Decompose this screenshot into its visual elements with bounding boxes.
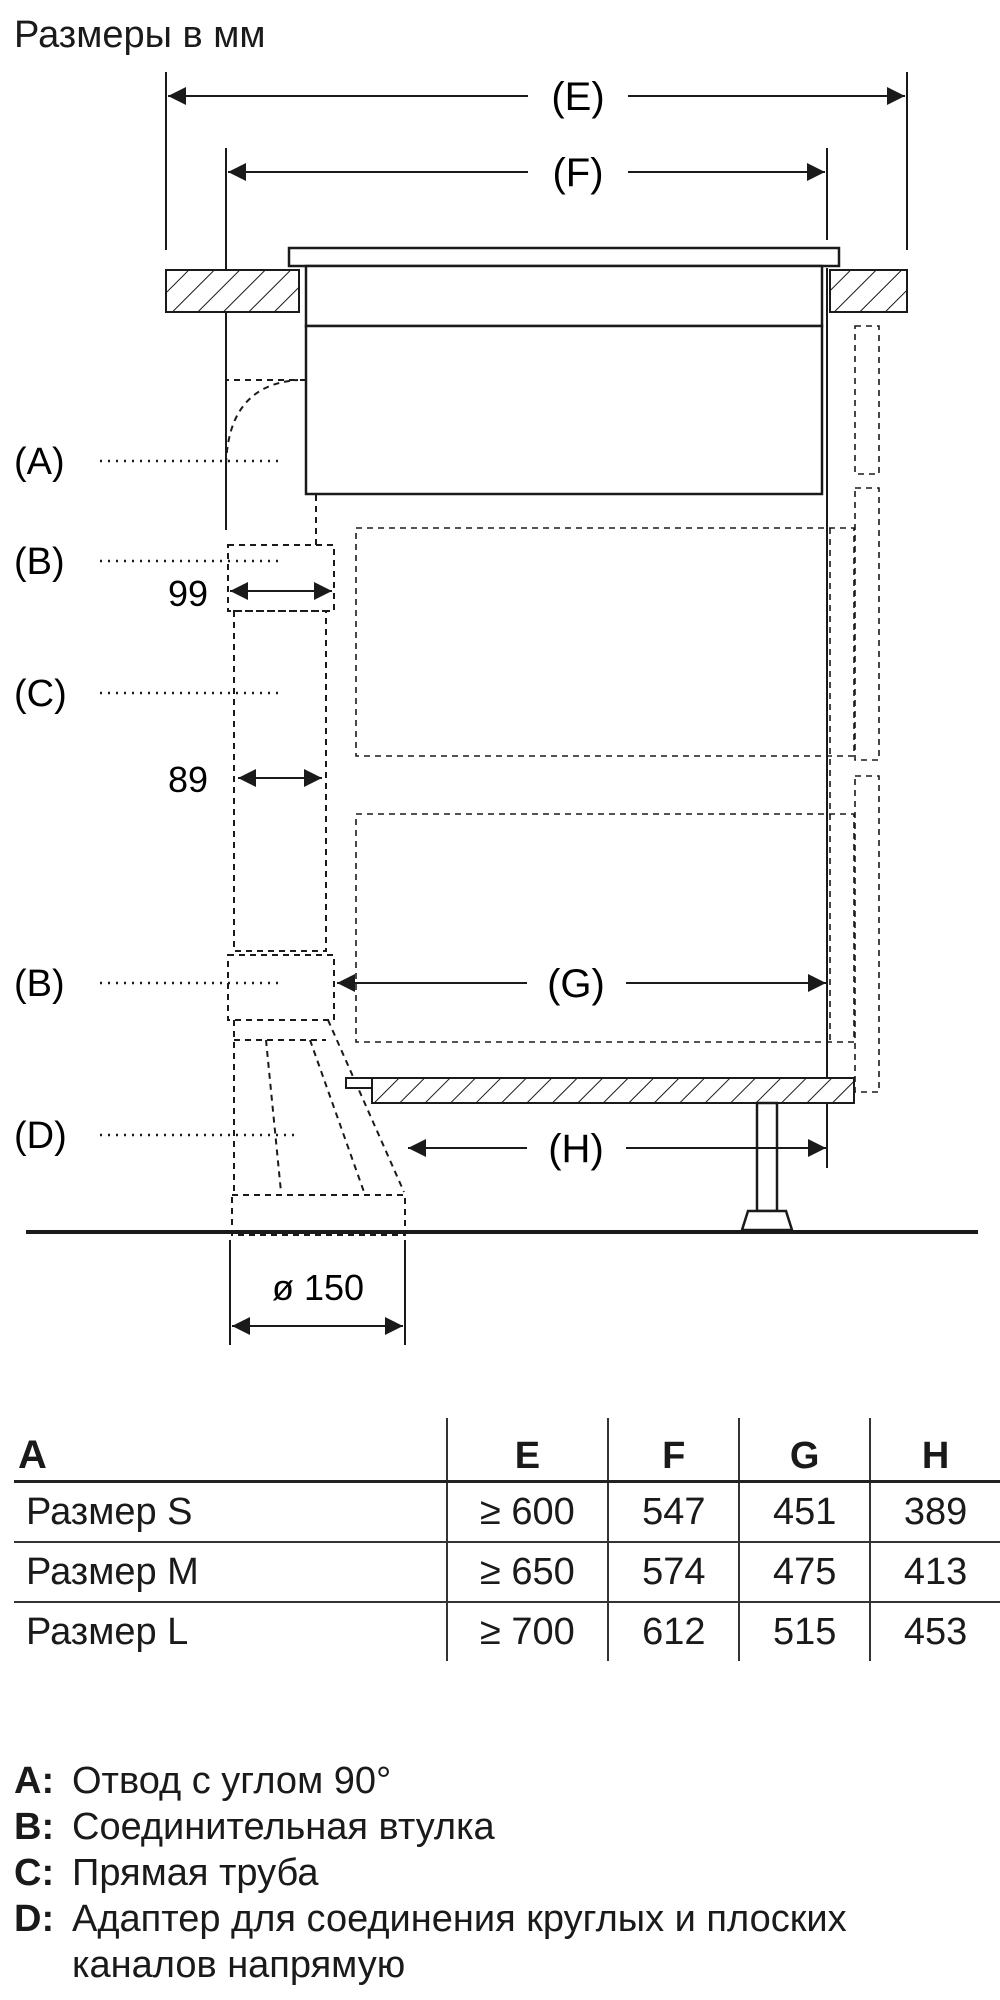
table-row: Размер L ≥ 700 612 515 453 <box>14 1602 1000 1661</box>
hob <box>287 246 841 496</box>
dimension-H: (H) <box>408 1127 826 1171</box>
legend: A:Отвод с углом 90° B:Соединительная вту… <box>14 1758 932 1988</box>
dimension-F: (F) <box>228 151 825 195</box>
dimension-diameter-150: ø 150 <box>232 1267 403 1335</box>
dimensions-table: A E F G H Размер S ≥ 600 547 451 389 Раз… <box>14 1418 1000 1661</box>
cabinet-foot <box>740 1101 794 1232</box>
callout-B-lower: (B) <box>14 963 65 1005</box>
duct-system <box>225 379 406 1236</box>
dimension-99: 99 <box>168 573 332 614</box>
dimension-G: (G) <box>337 962 826 1006</box>
page-title: Размеры в мм <box>14 14 266 56</box>
label-H: (H) <box>548 1127 604 1171</box>
legend-item-C: C:Прямая труба <box>14 1852 319 1894</box>
callouts: (A) (B) (C) (B) (D) <box>14 441 300 1157</box>
label-G: (G) <box>547 962 605 1006</box>
dimension-E: (E) <box>168 75 905 119</box>
technical-drawing: (E) (F) <box>14 72 978 1345</box>
legend-item-B: B:Соединительная втулка <box>14 1806 495 1848</box>
callout-C: (C) <box>14 673 67 715</box>
svg-text:89: 89 <box>168 759 208 800</box>
callout-A: (A) <box>14 441 65 483</box>
worktop-right <box>829 269 908 313</box>
legend-item-D: D:Адаптер для соединения круглых и плоск… <box>14 1898 847 1986</box>
table-row: Размер M ≥ 650 574 475 413 <box>14 1542 1000 1602</box>
callout-D: (D) <box>14 1115 67 1157</box>
base-shelf <box>371 1077 855 1104</box>
label-F: (F) <box>552 151 603 195</box>
worktop-left <box>165 269 300 313</box>
label-E: (E) <box>551 75 604 119</box>
svg-text:99: 99 <box>168 573 208 614</box>
legend-item-A: A:Отвод с углом 90° <box>14 1760 392 1802</box>
callout-B-upper: (B) <box>14 541 65 583</box>
svg-text:ø 150: ø 150 <box>272 1267 364 1308</box>
table-row: Размер S ≥ 600 547 451 389 <box>14 1481 1000 1542</box>
dimension-89: 89 <box>168 759 322 800</box>
appliance-housing <box>355 325 880 1093</box>
